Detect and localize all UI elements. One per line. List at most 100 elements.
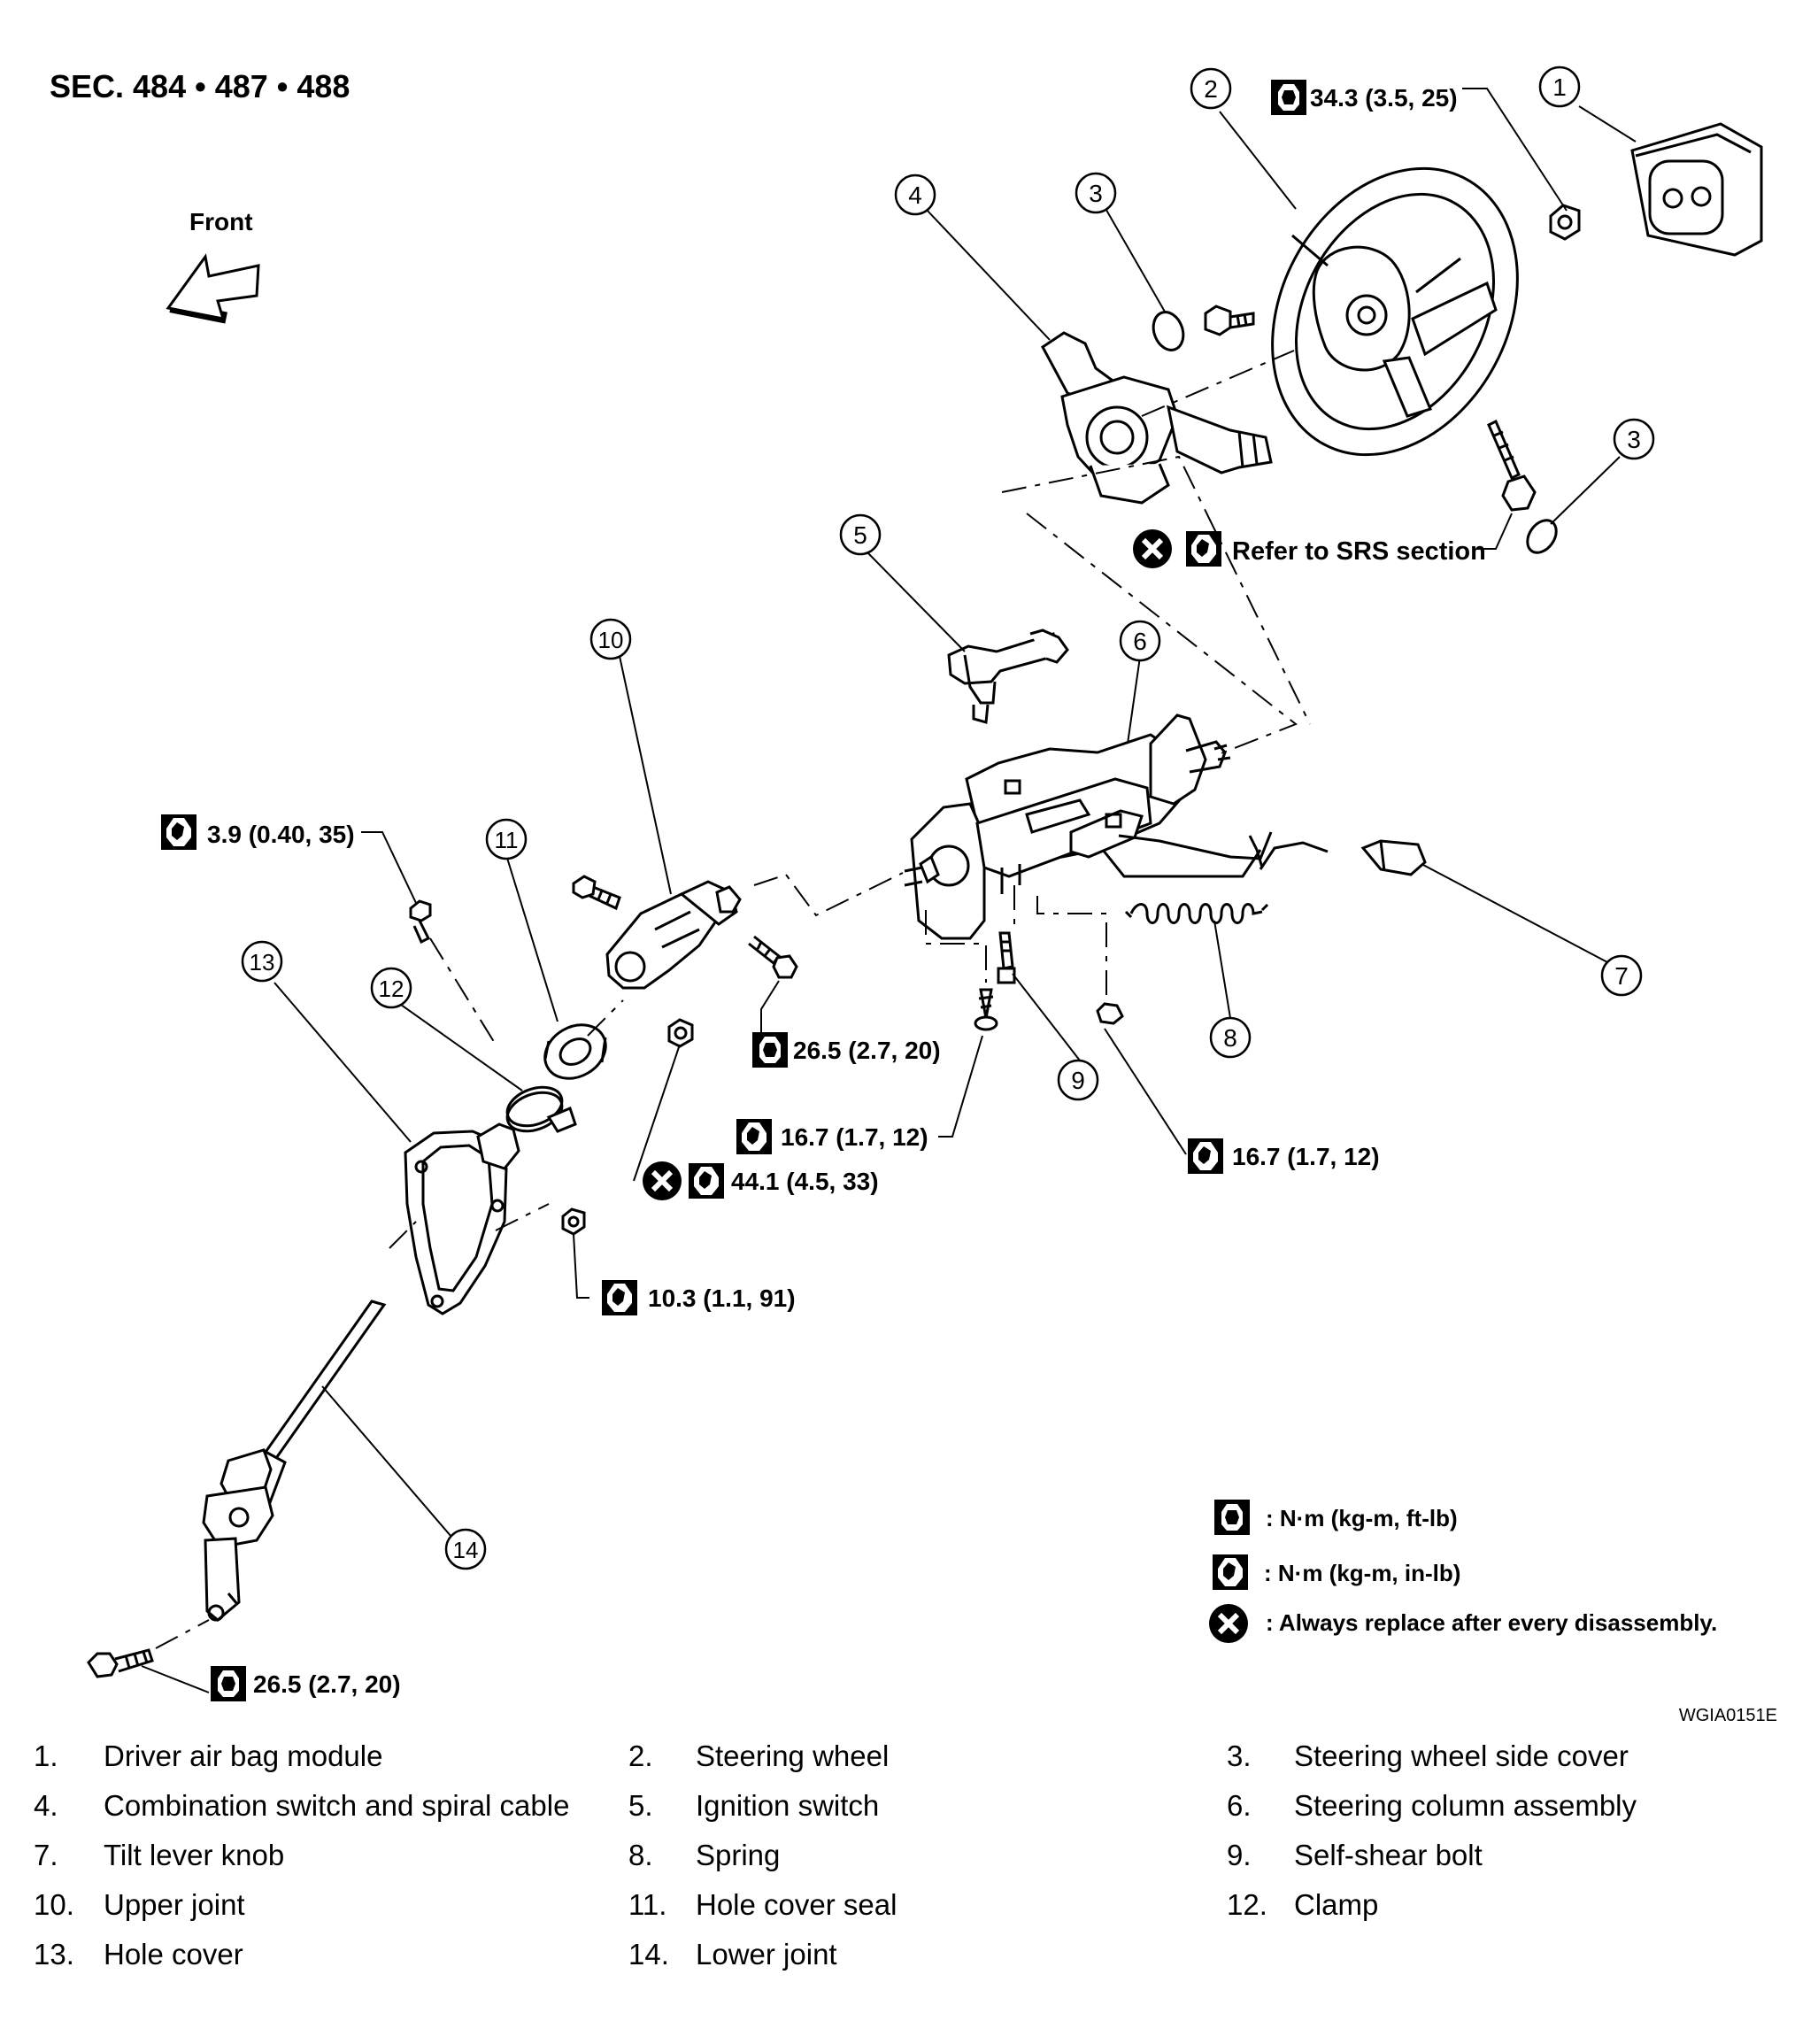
axis-switch-column [1001,455,1311,725]
legend-number: 12. [1227,1888,1267,1921]
ftlb-torque-icon [1214,1500,1250,1535]
svg-text:1: 1 [1552,73,1567,101]
callout-3-right: 3 [1613,418,1655,460]
callout-13: 13 [241,940,283,983]
inlb-torque-icon [689,1163,724,1199]
torque-16-7-right: 16.7 (1.7, 12) [1188,1138,1380,1174]
torque-44-1: 44.1 (4.5, 33) [643,1161,879,1200]
callout-1: 1 [1538,66,1581,108]
legend-name: Steering wheel side cover [1294,1739,1629,1772]
axis-screw-column [925,910,987,983]
svg-text:26.5 (2.7, 20): 26.5 (2.7, 20) [793,1037,941,1064]
legend-name: Spring [696,1839,781,1871]
svg-text:3.9 (0.40, 35): 3.9 (0.40, 35) [207,821,355,848]
torque-26-5-lower: 26.5 (2.7, 20) [211,1666,401,1701]
upper-joint [605,880,742,990]
svg-text:4: 4 [908,181,922,209]
symbol-key: : N·m (kg-m, ft-lb) : N·m (kg-m, in-lb) … [1209,1500,1717,1643]
svg-text:12: 12 [379,976,404,1002]
axis-seal-joint [587,999,624,1037]
svg-text:9: 9 [1071,1067,1085,1094]
legend-number: 6. [1227,1789,1252,1822]
callout-5: 5 [839,513,882,556]
front-label: Front [189,208,253,235]
srs-bolt [1487,419,1537,512]
legend-name: Clamp [1294,1888,1379,1921]
svg-text:16.7 (1.7, 12): 16.7 (1.7, 12) [781,1123,928,1151]
svg-text:26.5 (2.7, 20): 26.5 (2.7, 20) [253,1670,401,1698]
legend-name: Lower joint [696,1938,837,1971]
callout-11: 11 [485,818,528,860]
lower-joint [202,1300,387,1622]
lower-joint-bolt [87,1648,154,1678]
svg-text:34.3 (3.5, 25): 34.3 (3.5, 25) [1310,84,1458,112]
legend-number: 7. [34,1839,58,1871]
legend-name: Steering column assembly [1294,1789,1637,1822]
front-arrow-icon [166,253,260,324]
hole-cover-seal-bolt [409,899,432,945]
replace-icon [643,1161,682,1200]
axis-cover-shaft [495,1203,550,1231]
callout-10: 10 [589,618,632,660]
hole-cover [404,1122,520,1315]
exploded-view-diagram: SEC. 484 • 487 • 488 Front [50,66,1777,1725]
side-cover-right [1526,519,1558,554]
legend-number: 10. [34,1888,74,1921]
svg-text:3: 3 [1627,426,1641,453]
legend-number: 3. [1227,1739,1252,1772]
legend-name: Self-shear bolt [1294,1839,1483,1871]
driver-air-bag-module [1630,122,1763,257]
legend-number: 2. [628,1739,653,1772]
legend-number: 8. [628,1839,653,1871]
svg-text:Refer to SRS section: Refer to SRS section [1232,537,1486,566]
hole-cover-nut [561,1207,586,1236]
wheel-bolt [1204,305,1255,336]
legend-number: 1. [34,1739,58,1772]
wheel-nut [1549,204,1581,241]
inlb-torque-icon [1188,1138,1223,1174]
replace-icon [1209,1604,1248,1643]
ftlb-torque-icon [1271,80,1306,115]
self-shear-bolt [997,931,1016,984]
callout-4: 4 [894,174,936,216]
clamp [505,1085,577,1133]
svg-text:7: 7 [1614,962,1629,990]
legend-number: 14. [628,1938,669,1971]
combination-switch [1041,331,1273,505]
svg-text:3: 3 [1089,180,1103,207]
legend-name: Driver air bag module [104,1739,383,1772]
column-screw-left [974,988,998,1031]
svg-text:5: 5 [853,521,867,549]
svg-text:44.1 (4.5, 33): 44.1 (4.5, 33) [731,1168,879,1195]
svg-text:13: 13 [250,949,275,976]
axis-column-lower [1026,513,1298,757]
steering-wheel [1271,166,1519,457]
svg-text:10.3 (1.1, 91): 10.3 (1.1, 91) [648,1284,796,1312]
svg-text:: N·m (kg-m, in-lb): : N·m (kg-m, in-lb) [1264,1560,1460,1586]
tilt-lever-knob [1259,839,1427,876]
replace-icon [1133,529,1172,568]
callout-9: 9 [1057,1059,1099,1101]
inlb-torque-icon [602,1280,637,1315]
axis-nut-column [1036,896,1107,1000]
legend-number: 13. [34,1938,74,1971]
svg-text:8: 8 [1223,1024,1237,1052]
legend-name: Steering wheel [696,1739,890,1772]
figure-code: WGIA0151E [1679,1706,1777,1725]
torque-srs-note: Refer to SRS section [1133,529,1486,568]
legend-name: Hole cover seal [696,1888,897,1921]
ignition-switch [947,629,1069,724]
svg-text:: N·m (kg-m, ft-lb): : N·m (kg-m, ft-lb) [1266,1505,1458,1531]
callout-6: 6 [1119,620,1161,662]
upper-joint-bolt-right [748,935,798,979]
legend-number: 9. [1227,1839,1252,1871]
torque-16-7-left: 16.7 (1.7, 12) [736,1119,928,1154]
callout-3-left: 3 [1075,172,1117,214]
upper-joint-bolt-top [572,875,621,911]
callout-7: 7 [1600,954,1643,997]
leader-lines [141,88,1637,1693]
legend-number: 11. [628,1888,667,1921]
ftlb-torque-icon [752,1032,788,1068]
svg-text:: Always replace after every d: : Always replace after every disassembly… [1266,1609,1717,1636]
torque-10-3: 10.3 (1.1, 91) [602,1280,796,1315]
